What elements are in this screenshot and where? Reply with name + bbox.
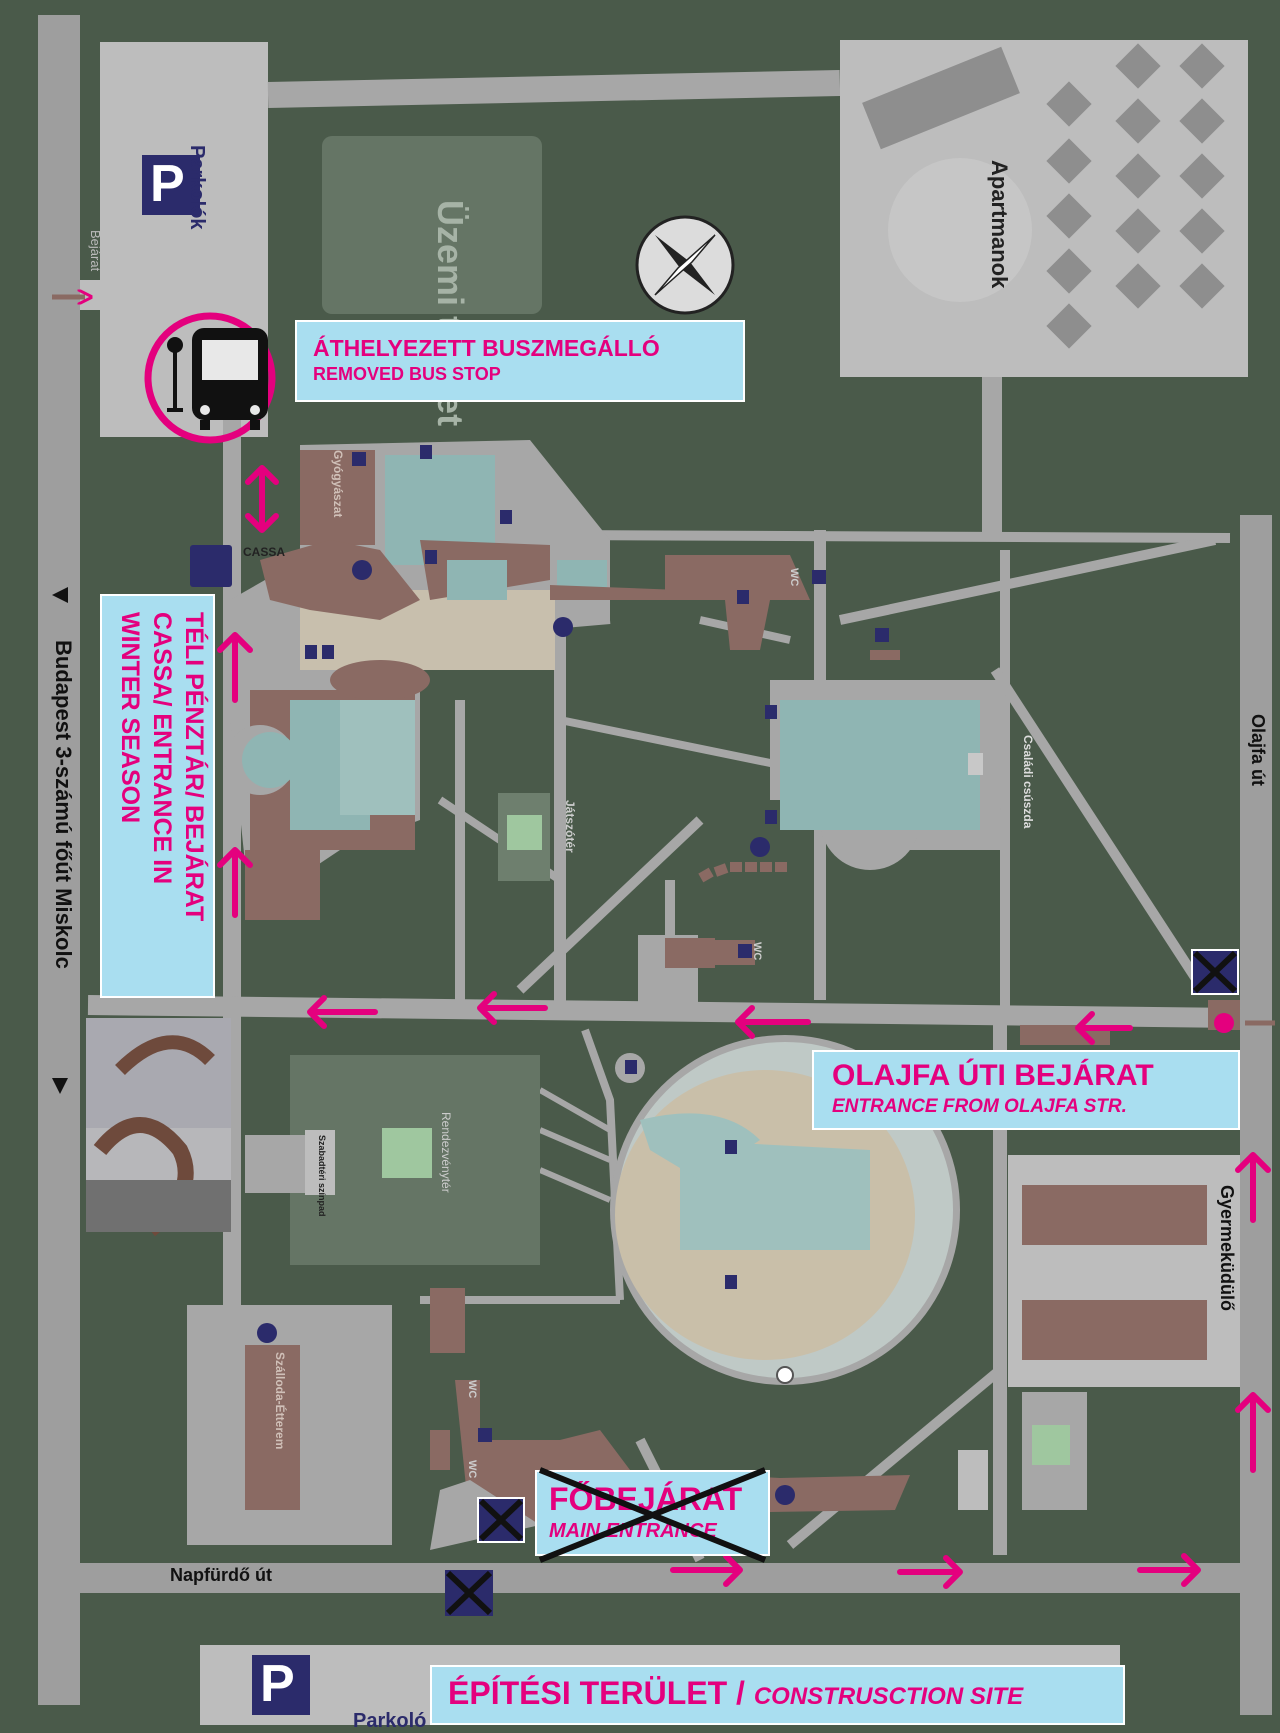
wc-building-center — [665, 938, 715, 968]
open-air-stage — [305, 1130, 335, 1195]
wc-icon — [500, 510, 512, 524]
wc-label: WC — [751, 942, 763, 961]
parking-bottom-symbol: P — [260, 1655, 295, 1713]
olajfa-street-label: Olajfa út — [1248, 714, 1268, 787]
restaurant-icon — [775, 1485, 795, 1505]
wc-label: WC — [466, 1380, 478, 1399]
cassa-label: CASSA — [243, 545, 286, 559]
open-air-stage-label: Szabadtéri színpad — [317, 1135, 327, 1217]
wc-icon — [765, 705, 777, 719]
wc-icon — [765, 810, 777, 824]
childrens-resort-label: Gyermeküdülő — [1217, 1185, 1237, 1312]
wc-icon — [425, 550, 437, 564]
wc-icon — [738, 944, 752, 958]
round-pool-water — [680, 1140, 870, 1250]
wc-icon — [737, 590, 749, 604]
olajfa-road — [1240, 515, 1272, 1715]
main-entrance-callout: FŐBEJÁRAT MAIN ENTRANCE — [535, 1470, 770, 1556]
main-building — [260, 540, 420, 620]
construction-subtitle: CONSTRUSCTION SITE — [753, 1683, 1024, 1710]
route-arrow-icon — [217, 465, 1271, 1589]
parking-top-symbol: P — [150, 155, 185, 213]
winter-line-1: TÉLI PÉNZTÁR/ BEJÁRAT — [180, 612, 208, 922]
wc-icon — [625, 1060, 637, 1074]
hotel-restaurant-building — [245, 1345, 300, 1510]
wc-label: WC — [466, 1460, 478, 1479]
bus-stop-icon — [144, 312, 276, 444]
wc-icon — [725, 1275, 737, 1289]
therapy-label: Gyógyászat — [331, 450, 345, 518]
construction-title: ÉPÍTÉSI TERÜLET / — [448, 1675, 754, 1711]
entrance-small-label: Bejárat — [88, 230, 103, 272]
napfurdo-street-label: Napfürdő út — [170, 1565, 272, 1585]
winter-line-2: CASSA/ ENTRANCE IN — [148, 612, 176, 885]
parking-top-label: Parkolók — [186, 145, 208, 230]
restaurant-icon — [553, 617, 573, 637]
access-road-top — [267, 70, 841, 108]
restaurant-icon — [352, 560, 372, 580]
hotel-restaurant-label: Szálloda-Étterem — [273, 1352, 287, 1450]
main-entrance-subtitle: MAIN ENTRANCE — [549, 1520, 717, 1542]
parking-bottom-label: Parkoló — [353, 1710, 427, 1732]
parking-bottom-icon — [252, 1655, 310, 1715]
main-entrance-title: FŐBEJÁRAT — [549, 1481, 743, 1517]
wc-icon — [478, 1428, 492, 1442]
bus-stop-title: ÁTHELYEZETT BUSZMEGÁLLÓ — [313, 335, 660, 361]
wc-icon — [875, 628, 889, 642]
olajfa-entrance-callout: OLAJFA ÚTI BEJÁRAT ENTRANCE FROM OLAJFA … — [812, 1050, 1240, 1130]
main-road-label: Budapest 3-számú főút Miskolc — [51, 640, 76, 969]
photo-slide-icon — [86, 1018, 231, 1237]
cross-out-icon — [445, 949, 1239, 1616]
winter-line-3: WINTER SEASON — [116, 612, 144, 824]
restaurant-icon — [257, 1323, 277, 1343]
bus-stop-callout: ÁTHELYEZETT BUSZMEGÁLLÓ REMOVED BUS STOP — [295, 320, 745, 402]
construction-callout: ÉPÍTÉSI TERÜLET / CONSTRUSCTION SITE — [430, 1665, 1125, 1725]
wc-label: WC — [788, 568, 800, 587]
winter-entrance-callout: TÉLI PÉNZTÁR/ BEJÁRAT CASSA/ ENTRANCE IN… — [100, 594, 215, 998]
first-aid-icon — [352, 452, 366, 466]
apartments-label: Apartmanok — [987, 160, 1012, 289]
olajfa-subtitle: ENTRANCE FROM OLAJFA STR. — [832, 1096, 1127, 1117]
family-slide-label: Családi csúszda — [1021, 735, 1035, 829]
wc-icon — [725, 1140, 737, 1154]
olajfa-title: OLAJFA ÚTI BEJÁRAT — [832, 1059, 1154, 1092]
wc-icon — [305, 645, 317, 659]
wc-icon — [812, 570, 826, 584]
restaurant-icon — [750, 837, 770, 857]
parking-top-icon — [142, 155, 200, 215]
event-area-label: Rendezvénytér — [439, 1112, 453, 1193]
industrial-area — [322, 136, 542, 314]
wc-icon — [420, 445, 432, 459]
wc-icon — [322, 645, 334, 659]
playground-label: Játszótér — [563, 800, 577, 853]
bus-stop-subtitle: REMOVED BUS STOP — [313, 364, 501, 384]
compass-icon — [635, 215, 735, 315]
ticket-office-icon — [190, 545, 232, 587]
family-pool — [780, 700, 980, 830]
